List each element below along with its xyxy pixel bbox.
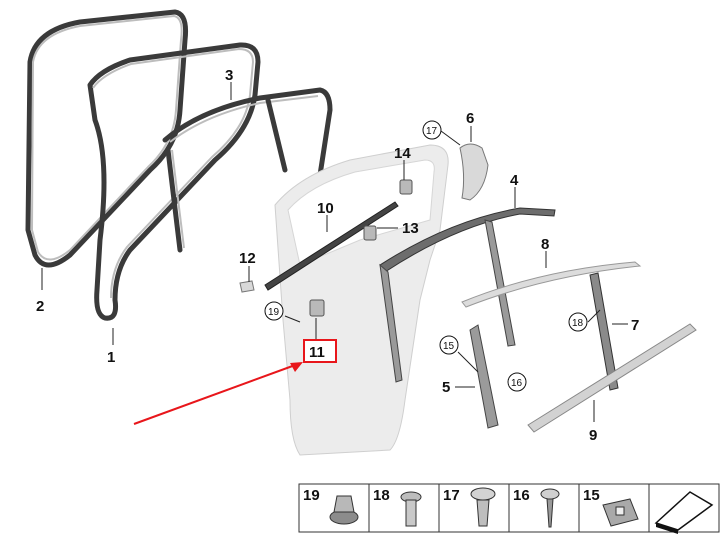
legend-label-16: 16 — [513, 487, 530, 504]
fastener-19-icon — [329, 495, 359, 525]
callout-6: 6 — [466, 110, 474, 127]
callout-8: 8 — [541, 236, 549, 253]
callout-circle-15: 15 — [439, 335, 459, 355]
legend-label-19: 19 — [303, 487, 320, 504]
leader-lines — [41, 82, 628, 422]
door-shell[interactable] — [274, 144, 449, 456]
svg-text:17: 17 — [426, 126, 438, 137]
channel-part-3[interactable] — [162, 87, 333, 253]
callout-11: 11 — [309, 344, 325, 361]
trim-part-7[interactable] — [589, 272, 619, 391]
fastener-15-icon — [602, 498, 639, 527]
legend-label-18: 18 — [373, 487, 390, 504]
fastener-18-icon — [400, 491, 422, 527]
callout-1: 1 — [107, 349, 115, 366]
fastener-17-icon — [470, 487, 496, 527]
legend-label-15: 15 — [583, 487, 600, 504]
svg-text:18: 18 — [572, 318, 584, 329]
svg-text:15: 15 — [443, 341, 455, 352]
callout-4: 4 — [510, 172, 519, 189]
callout-circle-19: 19 — [264, 301, 284, 321]
trim-part-4[interactable] — [379, 207, 556, 383]
callout-14: 14 — [394, 145, 411, 162]
seal-part-2[interactable] — [25, 9, 188, 268]
callout-5: 5 — [442, 379, 450, 396]
strip-part-10[interactable] — [264, 201, 399, 291]
cover-part-5[interactable] — [469, 324, 499, 429]
cap-part-6[interactable] — [459, 143, 489, 201]
buffer-part-11[interactable] — [309, 299, 325, 317]
pad-part-12[interactable] — [239, 280, 255, 293]
callout-circle-17: 17 — [422, 120, 442, 140]
callout-circle-16: 16 — [507, 372, 527, 392]
callout-7: 7 — [631, 317, 639, 334]
callout-13: 13 — [402, 220, 419, 237]
svg-text:16: 16 — [511, 378, 523, 389]
callout-3: 3 — [225, 67, 233, 84]
callout-10: 10 — [317, 200, 334, 217]
legend-label-17: 17 — [443, 487, 460, 504]
highlight-arrow — [133, 362, 303, 425]
highlight-part-11[interactable]: 11 — [303, 339, 337, 363]
fastener-legend: 19 18 17 16 15 — [298, 483, 720, 534]
callout-circle-18: 18 — [568, 312, 588, 332]
callout-9: 9 — [589, 427, 597, 444]
callout-12: 12 — [239, 250, 256, 267]
callout-2: 2 — [36, 298, 44, 315]
bracket-part-14[interactable] — [399, 179, 413, 195]
direction-arrow-icon — [654, 491, 714, 534]
svg-text:19: 19 — [268, 307, 280, 318]
trim-part-8[interactable] — [461, 261, 642, 308]
fastener-16-icon — [540, 488, 560, 528]
seal-part-1[interactable] — [87, 42, 261, 321]
trim-part-9[interactable] — [527, 323, 697, 433]
clip-part-13[interactable] — [363, 225, 377, 241]
